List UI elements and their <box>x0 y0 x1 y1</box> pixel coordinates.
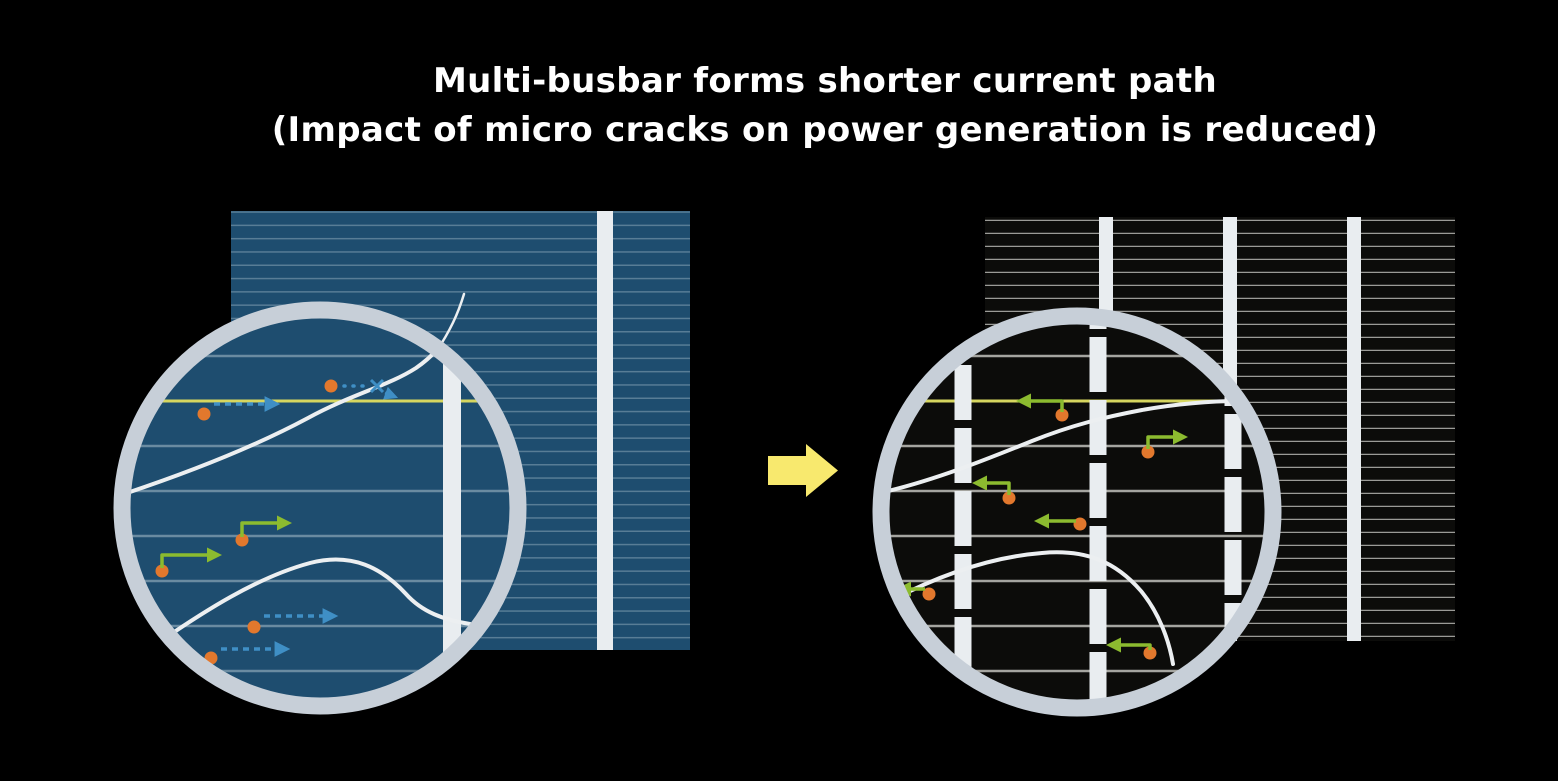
electron-dot <box>155 564 169 578</box>
blocked-path-x <box>369 378 385 394</box>
left-magnifier-ring <box>113 301 527 715</box>
right-magnifier <box>872 307 1282 717</box>
electron-dot <box>1002 491 1016 505</box>
short-path-arrow <box>1015 393 1064 412</box>
electron-dot <box>197 407 211 421</box>
deflected-path-arrow <box>383 386 399 400</box>
short-path-arrow <box>160 547 223 568</box>
right-magnifier-view <box>881 316 1273 708</box>
micro-crack-magnified <box>122 324 456 496</box>
electron-dot <box>235 533 249 547</box>
title-line-2: (Impact of micro cracks on power generat… <box>271 110 1379 150</box>
short-path-arrow <box>1146 429 1189 449</box>
magnified-busbar <box>443 310 461 706</box>
electron-dot <box>247 620 261 634</box>
conventional-cell-busbar <box>597 211 613 650</box>
title-line-1: Multi-busbar forms shorter current path <box>433 61 1217 101</box>
short-path-arrow <box>1105 637 1152 653</box>
multi-busbar-3 <box>1347 217 1361 641</box>
right-magnified-cell-surface <box>881 316 1273 708</box>
micro-crack-magnified <box>882 399 1242 494</box>
left-magnifier-view <box>122 310 518 706</box>
electron-dot <box>1143 646 1157 660</box>
micro-crack-magnified-2 <box>890 550 1175 666</box>
short-path-arrow <box>240 515 293 537</box>
short-path-arrow <box>971 475 1011 495</box>
electron-dot <box>324 379 338 393</box>
diagram-title: Multi-busbar forms shorter current path … <box>272 57 1379 155</box>
electron-dot <box>922 587 936 601</box>
electron-dot <box>1141 445 1155 459</box>
electron-dot <box>1073 517 1087 531</box>
transition-arrow <box>768 444 838 497</box>
left-magnifier <box>113 301 527 715</box>
micro-crack-magnified-2 <box>146 557 472 652</box>
electron-dot <box>1055 408 1069 422</box>
right-magnifier-ring <box>872 307 1282 717</box>
